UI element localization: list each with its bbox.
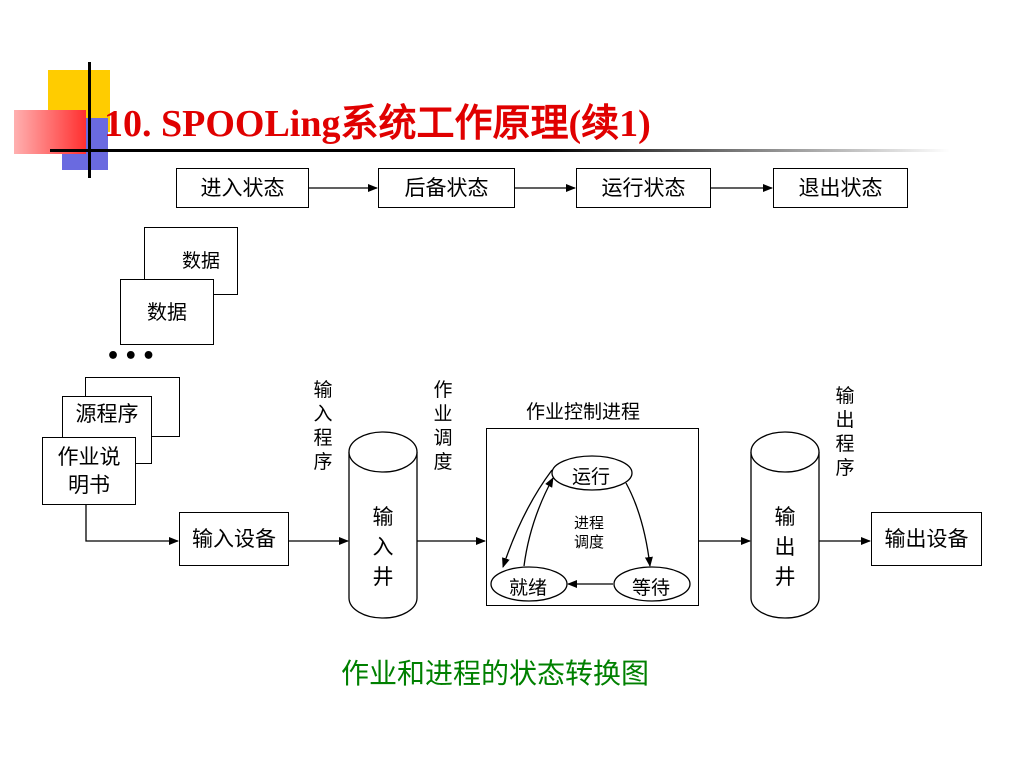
- process-scheduling-text: 进程调度: [573, 514, 604, 551]
- deco-vertical-line: [88, 62, 91, 178]
- diagram-caption: 作业和进程的状态转换图: [340, 657, 649, 690]
- label-output-program: 输出程序: [835, 385, 855, 479]
- input-well-cylinder: [348, 431, 418, 619]
- arrow-running-to-waiting: [625, 482, 653, 567]
- ellipse-running: [551, 455, 633, 491]
- process-running: 运行: [572, 466, 611, 488]
- control-process-box: [486, 428, 699, 606]
- data-card-front: 数据: [120, 279, 214, 345]
- process-scheduling: 进程调度: [568, 514, 610, 552]
- deco-red-square: [14, 110, 86, 154]
- state-backup: 后备状态: [378, 168, 515, 208]
- arrow-running-to-ready: [502, 469, 553, 568]
- arrow-cards-to-device: [85, 505, 179, 545]
- input-device: 输入设备: [179, 512, 289, 566]
- slide-title: 10. SPOOLing系统工作原理(续1): [104, 103, 651, 145]
- process-waiting: 等待: [632, 577, 671, 599]
- job-manual-label: 作业说明书: [57, 445, 121, 497]
- state-exit: 退出状态: [773, 168, 908, 208]
- job-manual-card: 作业说明书: [42, 437, 136, 505]
- process-ready: 就绪: [509, 577, 548, 599]
- control-process-label: 作业控制进程: [526, 401, 641, 423]
- ellipse-waiting: [613, 566, 691, 602]
- ellipsis: • • •: [106, 344, 155, 369]
- input-well-label: 输入井: [372, 505, 394, 589]
- label-input-program: 输入程序: [313, 379, 333, 473]
- output-well-label: 输出井: [774, 505, 796, 589]
- state-running: 运行状态: [576, 168, 711, 208]
- state-enter: 进入状态: [176, 168, 309, 208]
- label-job-scheduling: 作业调度: [433, 379, 453, 473]
- output-device: 输出设备: [871, 512, 982, 566]
- title-underline: [50, 149, 950, 152]
- arrow-ready-to-running: [523, 477, 554, 567]
- output-well-cylinder: [750, 431, 820, 619]
